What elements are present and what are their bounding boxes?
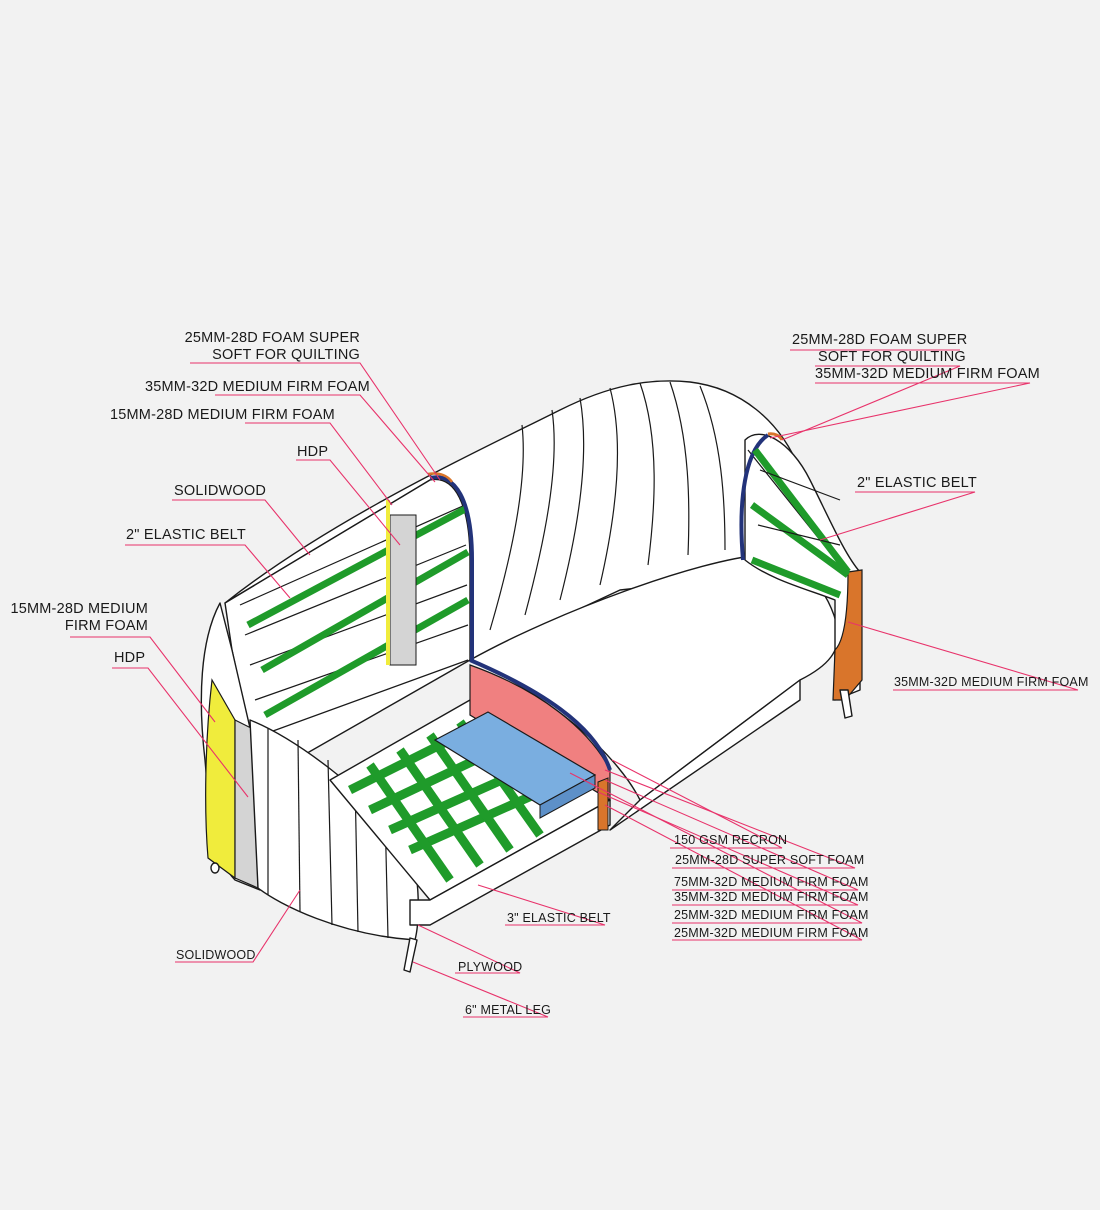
label-plywood: PLYWOOD <box>458 960 523 974</box>
label-left-quilting-foam: 25MM-28D FOAM SUPER SOFT FOR QUILTING <box>150 330 360 364</box>
backrest-channel-lines <box>489 381 726 631</box>
label-metal-leg: 6" METAL LEG <box>465 1003 552 1017</box>
left-arm-hdp <box>205 678 236 880</box>
seat-foam-blue-side <box>539 774 596 819</box>
label-left-elastic-belt: 2" ELASTIC BELT <box>126 527 246 543</box>
left-arm-front-frame <box>249 719 419 941</box>
label-seat-35mm: 35MM-32D MEDIUM FIRM FOAM <box>674 890 869 904</box>
left-back-quilt-edge <box>427 472 454 483</box>
label-right-quilting-foam-line1: 25MM-28D FOAM SUPER <box>792 332 968 348</box>
label-left-hdp-back: HDP <box>297 444 329 460</box>
seat-front-rail <box>409 799 611 926</box>
label-right-35mm-foam: 35MM-32D MEDIUM FIRM FOAM <box>815 366 1040 382</box>
right-arm-quilt-edge <box>767 432 784 441</box>
front-metal-leg <box>403 937 418 973</box>
left-back-foot <box>210 862 220 874</box>
seat-orange-edge <box>597 777 609 831</box>
label-left-35mm-foam: 35MM-32D MEDIUM FIRM FOAM <box>145 379 370 395</box>
leader-lines <box>70 349 1079 1018</box>
seat-front <box>609 679 801 831</box>
label-recron: 150 GSM RECRON <box>674 833 788 847</box>
label-left-quilting-foam-line1: 25MM-28D FOAM SUPER <box>184 330 360 346</box>
label-seat-25mm-super-soft: 25MM-28D SUPER SOFT FOAM <box>675 853 865 867</box>
right-arm-slats <box>757 469 841 546</box>
label-bottom-solidwood: SOLIDWOOD <box>176 948 256 962</box>
right-arm-belts <box>749 447 851 599</box>
right-arm <box>744 433 861 701</box>
left-back-plywood-panel <box>389 514 417 666</box>
label-left-solidwood-back: SOLIDWOOD <box>174 483 267 499</box>
label-left-arm-15mm-foam-line1: 15MM-28D MEDIUM <box>10 601 148 617</box>
label-seat-75mm: 75MM-32D MEDIUM FIRM FOAM <box>674 875 869 889</box>
label-right-quilting-foam-line2: SOFT FOR QUILTING <box>818 349 966 365</box>
label-right-arm-35mm-foam: 35MM-32D MEDIUM FIRM FOAM <box>894 675 1089 689</box>
label-seat-25mm-a: 25MM-32D MEDIUM FIRM FOAM <box>674 908 869 922</box>
label-seat-25mm-b: 25MM-32D MEDIUM FIRM FOAM <box>674 926 869 940</box>
label-left-arm-15mm-foam: 15MM-28D MEDIUM FIRM FOAM <box>10 601 148 635</box>
right-metal-leg <box>839 689 853 719</box>
label-left-arm-hdp: HDP <box>114 650 146 666</box>
left-back-elastic-belts <box>246 504 470 719</box>
label-seat-elastic-belt: 3" ELASTIC BELT <box>507 911 611 925</box>
label-left-arm-15mm-foam-line2: FIRM FOAM <box>64 618 148 634</box>
right-arm-recron-edge <box>739 433 770 561</box>
seat-recron-edge <box>469 658 612 771</box>
label-left-quilting-foam-line2: SOFT FOR QUILTING <box>212 347 360 363</box>
label-right-elastic-belt: 2" ELASTIC BELT <box>857 475 977 491</box>
label-left-15mm-foam: 15MM-28D MEDIUM FIRM FOAM <box>110 407 335 423</box>
